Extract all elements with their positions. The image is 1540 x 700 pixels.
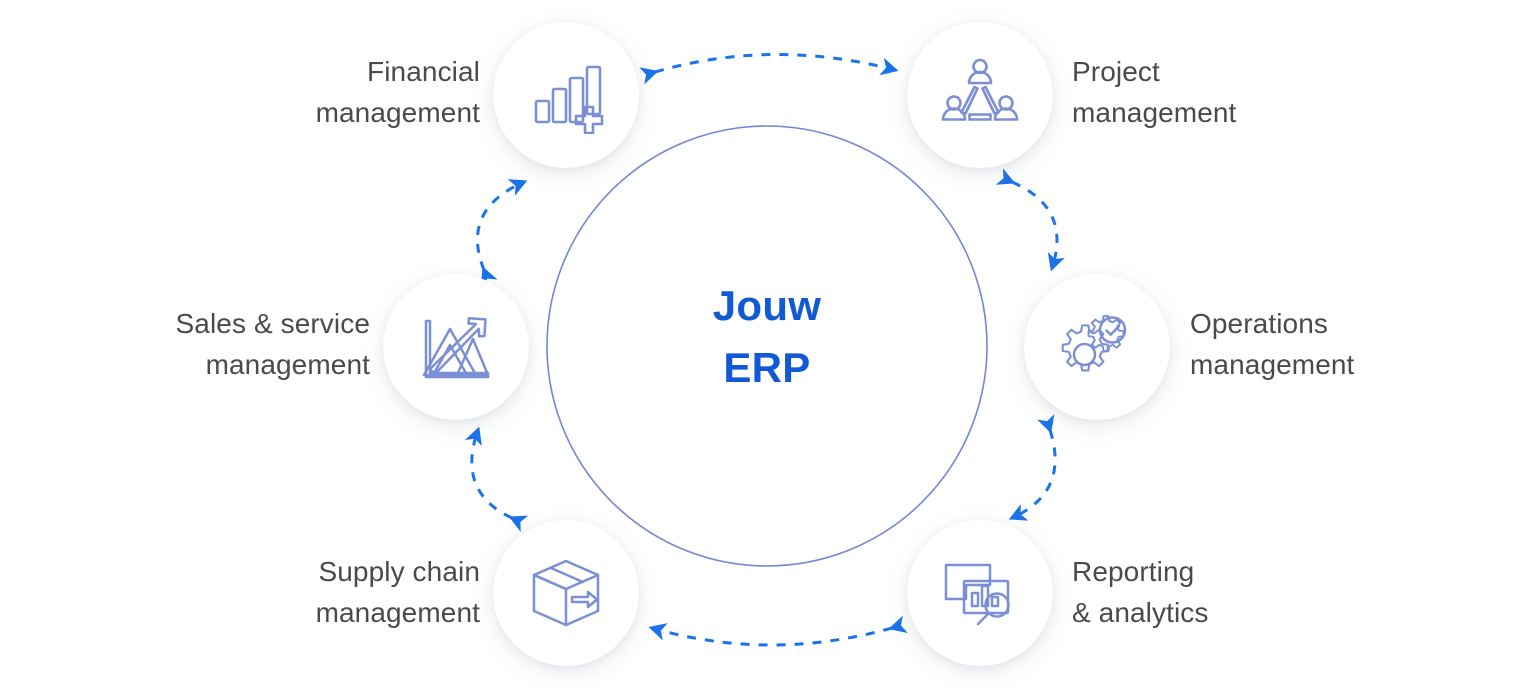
label-line-1: Supply chain: [318, 556, 480, 587]
center-line-1: Jouw: [712, 282, 822, 329]
label-line-1: Reporting: [1072, 556, 1195, 587]
center-label: Jouw ERP: [547, 275, 987, 399]
growth-chart-icon: [422, 317, 490, 379]
bar-chart-plus-icon: [534, 65, 604, 134]
dashboard-magnifier-icon: [944, 563, 1010, 626]
label-reporting-analytics: Reporting & analytics: [1072, 552, 1452, 633]
node-sales-service-management[interactable]: [383, 274, 529, 420]
node-supply-chain-management[interactable]: [493, 520, 639, 666]
label-financial-management: Financial management: [20, 52, 480, 133]
label-supply-chain-management: Supply chain management: [60, 552, 480, 633]
center-line-2: ERP: [723, 344, 811, 392]
connector-supply-to-sales: [464, 426, 529, 532]
package-arrow-icon: [532, 559, 600, 627]
label-operations-management: Operations management: [1190, 304, 1520, 385]
label-line-1: Operations: [1190, 308, 1328, 339]
gears-check-icon: [1061, 315, 1127, 372]
label-line-2: management: [205, 348, 370, 380]
label-line-2: management: [1072, 96, 1237, 128]
connector-reporting-to-supply: [648, 615, 908, 647]
team-network-icon: [941, 58, 1019, 121]
label-line-2: management: [1190, 348, 1355, 380]
label-project-management: Project management: [1072, 52, 1492, 133]
node-operations-management[interactable]: [1024, 274, 1170, 420]
node-reporting-analytics[interactable]: [907, 520, 1053, 666]
connector-sales-to-financial: [476, 179, 528, 287]
connector-project-to-operations: [995, 168, 1065, 272]
label-line-2: & analytics: [1072, 596, 1209, 628]
label-line-1: Project: [1072, 56, 1160, 87]
label-line-1: Financial: [367, 56, 480, 87]
connector-financial-to-project: [639, 53, 899, 85]
node-project-management[interactable]: [907, 22, 1053, 168]
label-line-2: management: [315, 596, 480, 628]
label-line-2: management: [315, 96, 480, 128]
node-financial-management[interactable]: [493, 22, 639, 168]
connector-operations-to-reporting: [1008, 414, 1057, 521]
label-line-1: Sales & service: [175, 308, 370, 339]
center-circle: [546, 125, 988, 567]
label-sales-service-management: Sales & service management: [20, 304, 370, 385]
